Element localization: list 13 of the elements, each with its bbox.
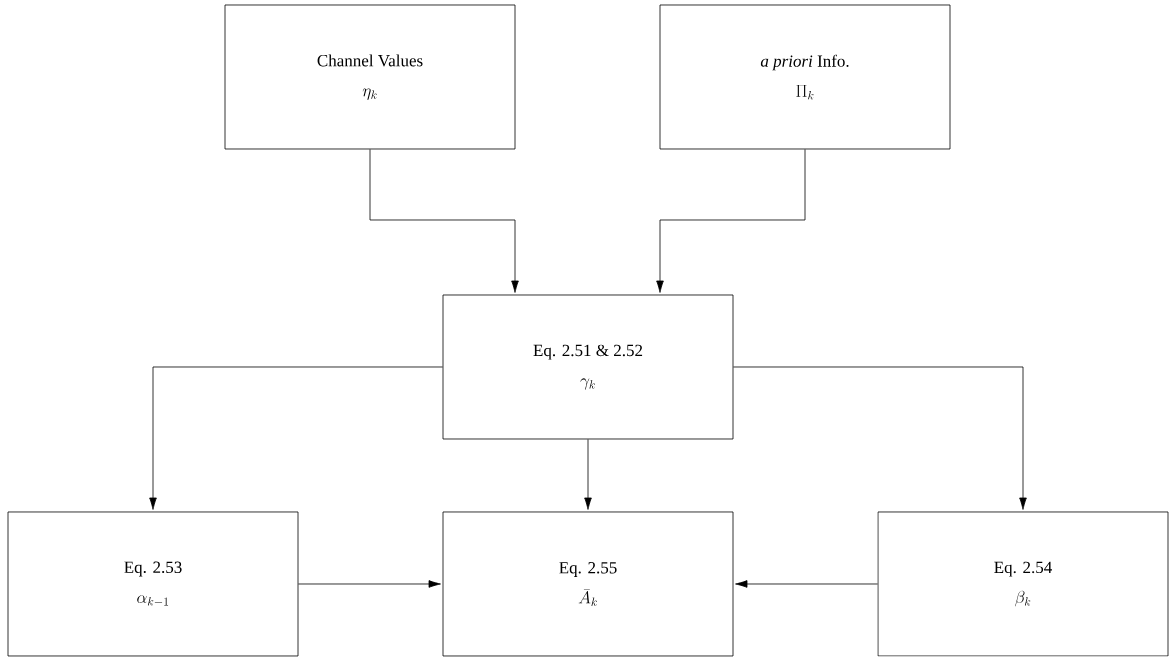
arrow [733,366,1027,510]
arrow [735,580,878,588]
arrow [656,149,806,293]
equation-box: a priori Info. $\Pi_k$ [659,4,951,150]
arrow [369,149,519,293]
equation-box: Channel Values $\eta_k$ [224,4,516,150]
equation-box: Eq. 2.53 $\alpha_{k-1}$ [7,511,299,657]
equation-box: Eq. 2.55 $\bar{A}_k$ [442,511,734,657]
arrow [584,439,592,510]
equation-box: Eq. 2.51 & 2.52 $\gamma_k$ [442,294,734,440]
arrow [298,580,441,588]
equation-box: Eq. 2.54 $\beta_k$ [877,511,1169,657]
arrow [149,366,443,510]
